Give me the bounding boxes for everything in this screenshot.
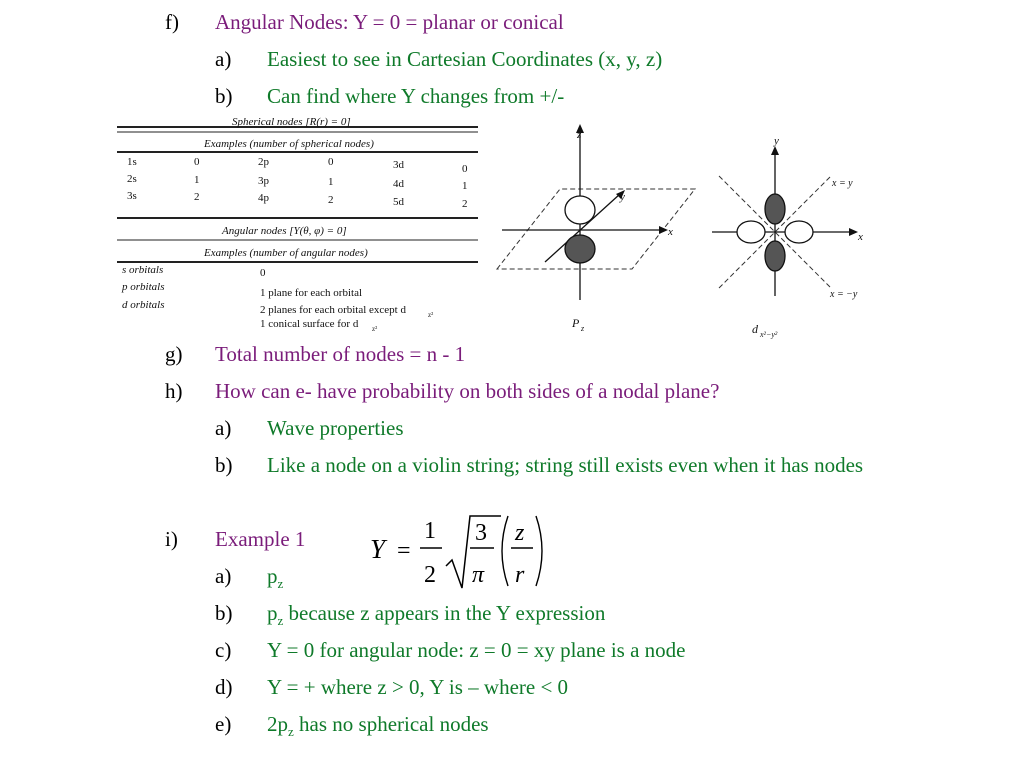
pz-p: p <box>267 564 278 588</box>
formula-lhs: Y <box>370 534 388 564</box>
marker-f-a: a) <box>215 47 232 71</box>
cell: 5d <box>393 196 405 208</box>
marker-g: g) <box>165 342 183 366</box>
cell: 2 planes for each orbital except d <box>260 304 406 316</box>
marker-i-e: e) <box>215 712 232 736</box>
cell: 4d <box>393 178 405 190</box>
cell: 2s <box>127 173 137 185</box>
marker-i-b: b) <box>215 601 233 625</box>
cell: 1 plane for each orbital <box>260 287 362 299</box>
cell: 0 <box>260 267 266 279</box>
text-example-1: Example 1 <box>215 527 306 551</box>
formula-den3: r <box>515 562 525 588</box>
table-spherical-header: Spherical nodes [R(r) = 0] <box>232 116 351 128</box>
cell-subscript: z² <box>372 325 377 333</box>
cell: 0 <box>328 156 334 168</box>
pz-label: P <box>571 316 580 330</box>
marker-h-a: a) <box>215 416 232 440</box>
table-spherical-subheader: Examples (number of spherical nodes) <box>203 138 374 150</box>
cell: 4p <box>258 192 270 204</box>
cell: 2p <box>258 156 270 168</box>
dxy-axis-x: x <box>857 231 863 243</box>
text-angular-node-plane: Y = 0 for angular node: z = 0 = xy plane… <box>267 638 686 662</box>
pz-p: p <box>267 601 278 625</box>
formula-num1: 1 <box>424 518 436 544</box>
pz-axis-z: z <box>576 129 582 141</box>
orbital-figure: Spherical nodes [R(r) = 0] Examples (num… <box>117 116 863 339</box>
cell: 0 <box>194 156 200 168</box>
table-angular-header: Angular nodes [Y(θ, φ) = 0] <box>221 225 347 237</box>
table-spherical-rows: 1s 0 2p 0 3d 0 2s 1 3p 1 4d 1 3s 2 4p 2 … <box>127 156 468 210</box>
cell: 0 <box>462 163 468 175</box>
cell: 1s <box>127 156 137 168</box>
2pz-rest: has no spherical nodes <box>293 712 489 736</box>
pz-axis-x: x <box>667 226 673 238</box>
pz-orbital-diagram: z y x P z <box>495 124 697 333</box>
marker-f: f) <box>165 10 179 34</box>
text-wave-properties: Wave properties <box>267 416 404 440</box>
marker-i-c: c) <box>215 638 232 662</box>
text-total-nodes: Total number of nodes = n - 1 <box>215 342 466 366</box>
cell: p orbitals <box>121 281 164 293</box>
cell: 2 <box>328 194 334 206</box>
cell: 1 <box>328 176 334 188</box>
text-cartesian: Easiest to see in Cartesian Coordinates … <box>267 47 663 71</box>
cell: 1 <box>194 174 200 186</box>
cell: 1 <box>462 180 468 192</box>
cell: s orbitals <box>122 264 163 276</box>
formula-den1: 2 <box>424 562 436 588</box>
formula-equals: = <box>397 538 411 564</box>
text-sign-regions: Y = + where z > 0, Y is – where < 0 <box>267 675 569 699</box>
marker-h-b: b) <box>215 453 233 477</box>
formula-den2: π <box>472 562 485 588</box>
pz-subscript: z <box>277 576 284 592</box>
dxy-axis-y: y <box>773 135 779 147</box>
marker-i: i) <box>165 527 178 551</box>
marker-i-d: d) <box>215 675 233 699</box>
formula-num2: 3 <box>475 520 487 546</box>
2pz-subscript: z <box>288 724 294 740</box>
dx2y2-orbital-diagram: y x x = y x = −y d x²−y² <box>712 135 863 339</box>
pz-axis-y: y <box>619 191 625 203</box>
marker-i-a: a) <box>215 564 232 588</box>
pz-because-rest: because z appears in the Y expression <box>283 601 606 625</box>
cell: d orbitals <box>122 299 164 311</box>
text-violin-string: Like a node on a violin string; string s… <box>267 453 864 477</box>
dxy-label-sub: x²−y² <box>759 330 778 339</box>
marker-f-b: b) <box>215 84 233 108</box>
dxy-diag-lower: x = −y <box>829 289 858 300</box>
cell: 2 <box>462 198 468 210</box>
cell-subscript: z² <box>428 311 433 319</box>
marker-h: h) <box>165 379 183 403</box>
text-pz-because: pz because z appears in the Y expression <box>267 599 605 635</box>
table-angular-rows: s orbitals 0 p orbitals 1 plane for each… <box>121 264 433 333</box>
2pz-p: 2p <box>267 712 288 736</box>
y-formula: Y = 1 2 3 π z r <box>370 515 543 589</box>
text-pz: pz <box>267 562 283 598</box>
formula-num3: z <box>514 520 525 546</box>
cell: 3p <box>258 175 270 187</box>
cell: 1 conical surface for d <box>260 318 359 330</box>
table-angular-subheader: Examples (number of angular nodes) <box>203 247 368 259</box>
text-2pz-spherical: 2pz has no spherical nodes <box>267 710 489 746</box>
pz-subscript: z <box>277 613 284 629</box>
dxy-diag-upper: x = y <box>831 178 853 189</box>
dxy-label: d <box>752 322 759 336</box>
pz-label-sub: z <box>580 324 585 333</box>
cell: 3s <box>127 190 137 202</box>
text-changes-sign: Can find where Y changes from +/- <box>267 84 565 108</box>
text-probability-question: How can e- have probability on both side… <box>215 379 720 403</box>
node-table: Spherical nodes [R(r) = 0] Examples (num… <box>117 116 478 333</box>
text-angular-nodes: Angular Nodes: Y = 0 = planar or conical <box>215 10 564 34</box>
cell: 2 <box>194 191 200 203</box>
cell: 3d <box>393 159 405 171</box>
